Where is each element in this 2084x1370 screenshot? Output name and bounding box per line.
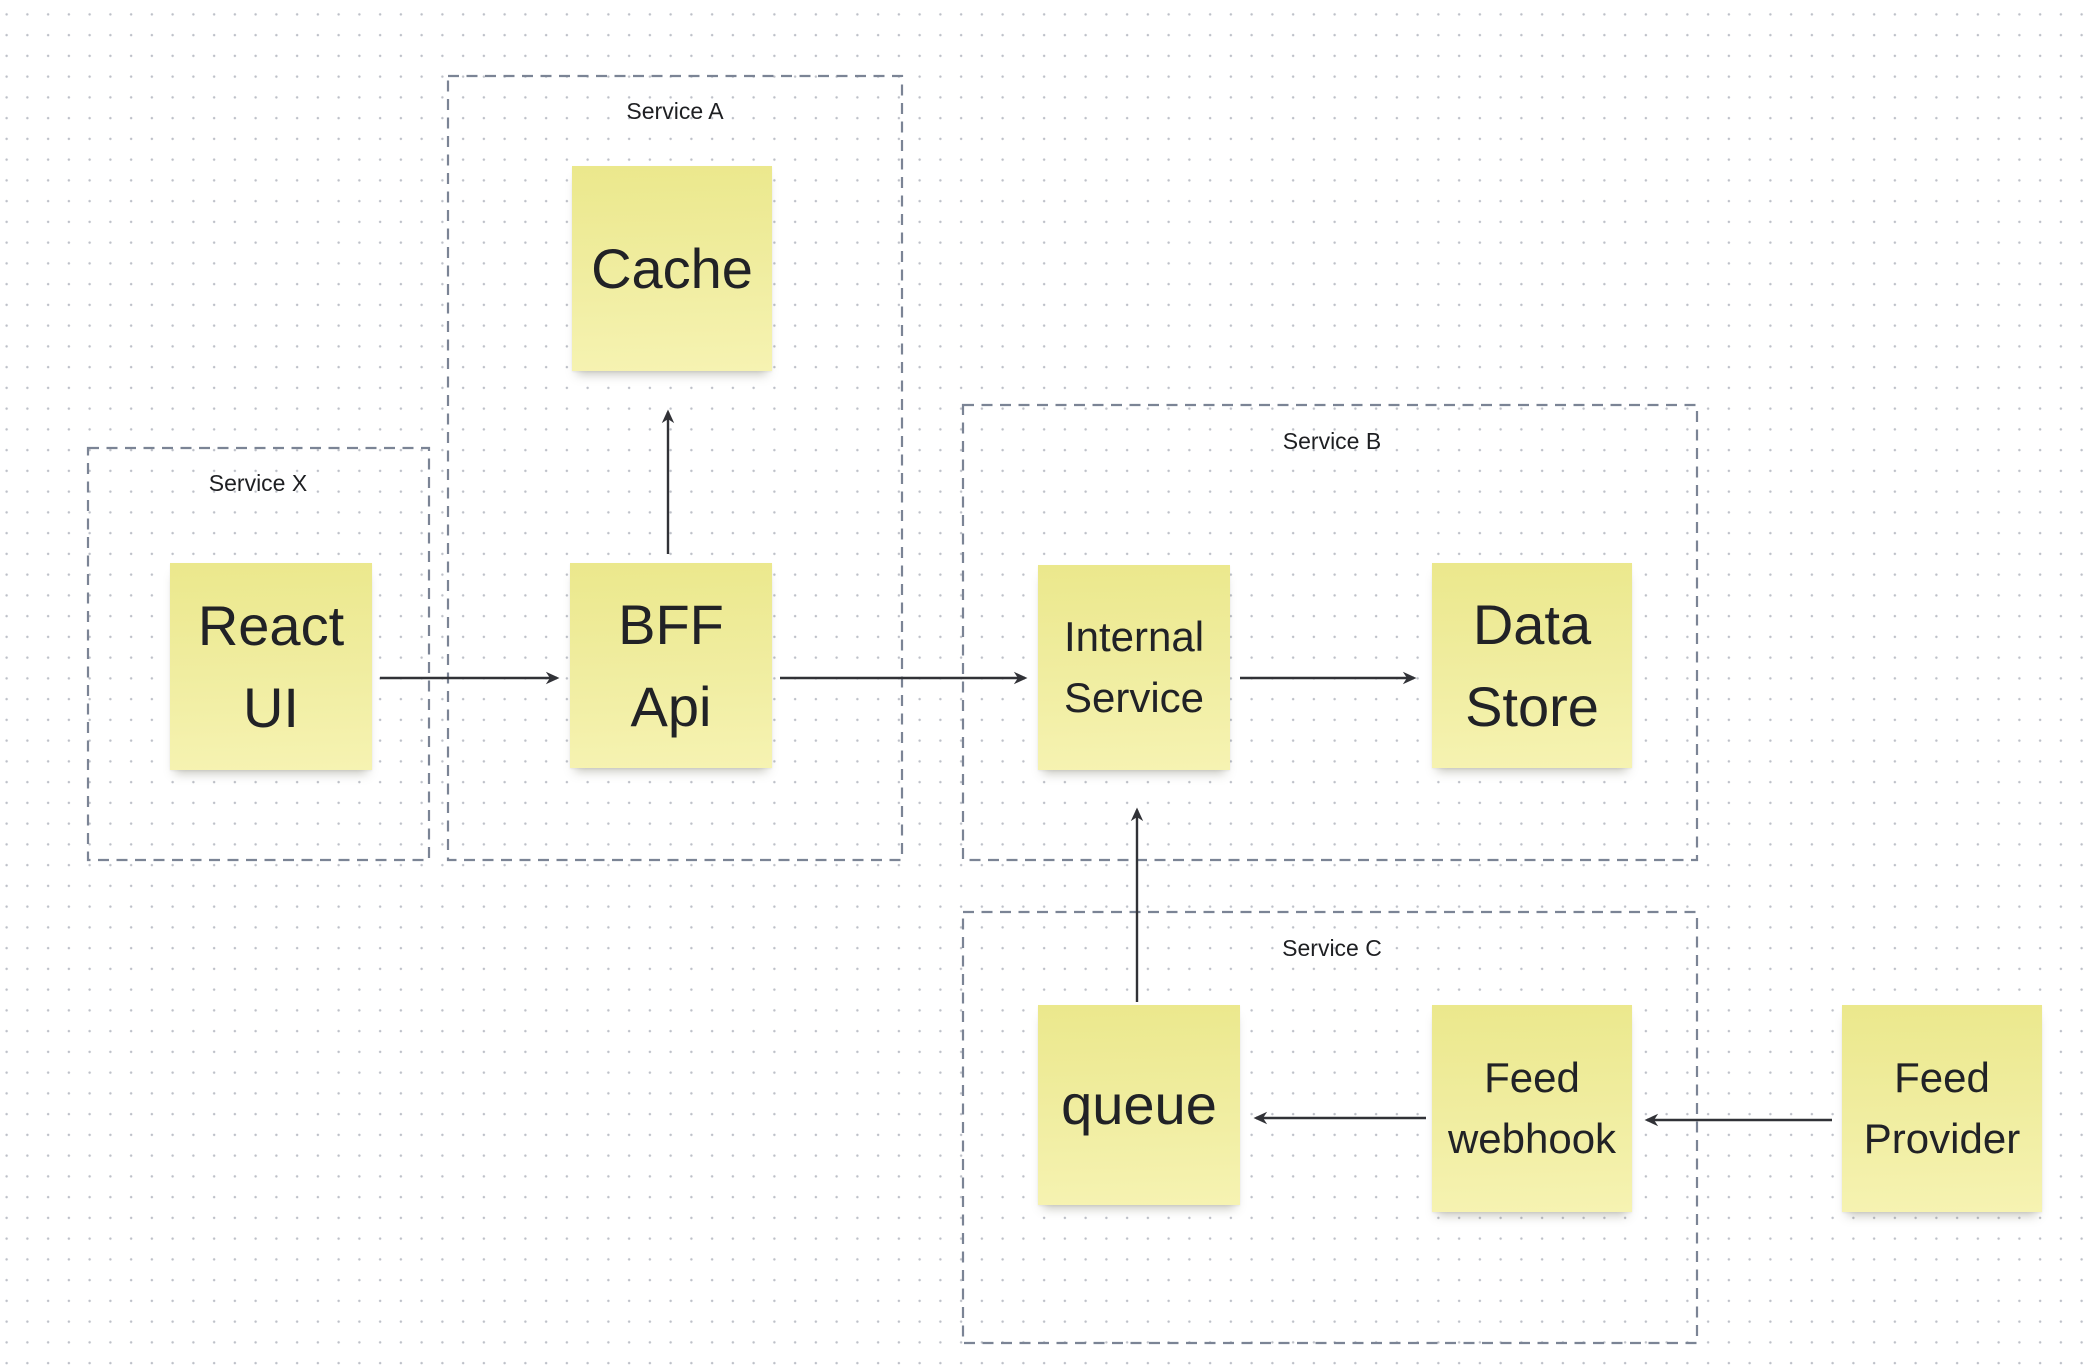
sticky-note-queue-text: queue <box>1061 1073 1217 1137</box>
frame-label-service-c[interactable]: Service C <box>1282 935 1382 961</box>
sticky-note-react-ui-text: React UI <box>197 594 345 739</box>
sticky-note-cache-text: Cache <box>591 236 753 300</box>
sticky-note-internal-service[interactable]: Internal Service <box>1038 565 1230 770</box>
sticky-note-internal-service-text: Internal Service <box>1063 612 1205 721</box>
sticky-note-feed-webhook-text: Feed webhook <box>1447 1053 1617 1162</box>
frame-service-a[interactable] <box>446 74 904 862</box>
frame-service-x[interactable] <box>86 446 431 862</box>
sticky-note-feed-provider[interactable]: Feed Provider <box>1842 1005 2042 1212</box>
frame-service-b[interactable] <box>961 403 1699 862</box>
sticky-note-react-ui[interactable]: React UI <box>170 563 372 770</box>
frame-label-service-a[interactable]: Service A <box>626 98 724 124</box>
sticky-note-data-store-text: Data Store <box>1465 593 1599 738</box>
frame-service-c[interactable] <box>961 910 1699 1345</box>
frame-label-service-b[interactable]: Service B <box>1282 428 1382 454</box>
sticky-note-feed-provider-text: Feed Provider <box>1863 1053 2021 1162</box>
sticky-note-data-store[interactable]: Data Store <box>1432 563 1632 768</box>
sticky-note-feed-webhook[interactable]: Feed webhook <box>1432 1005 1632 1212</box>
sticky-note-bff-api[interactable]: BFF Api <box>570 563 772 768</box>
sticky-note-bff-api-text: BFF Api <box>618 593 724 738</box>
sticky-note-queue[interactable]: queue <box>1038 1005 1240 1205</box>
sticky-note-cache[interactable]: Cache <box>572 166 772 371</box>
frame-label-service-x[interactable]: Service X <box>208 470 308 496</box>
